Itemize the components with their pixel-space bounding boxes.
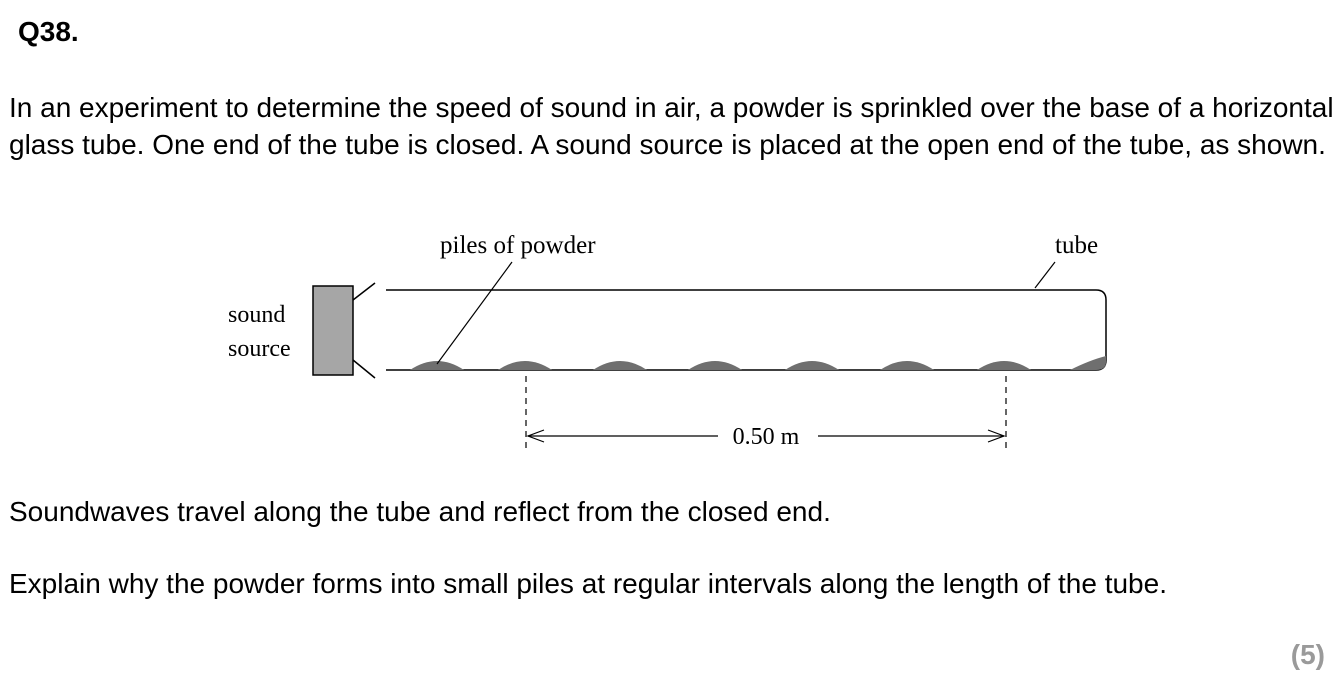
- question-task: Explain why the powder forms into small …: [9, 568, 1167, 599]
- distance-label: 0.50 m: [733, 424, 800, 450]
- powder-pile: [593, 361, 647, 370]
- question-statement: Soundwaves travel along the tube and ref…: [9, 496, 831, 527]
- source-flare-bottom: [352, 359, 376, 379]
- label-tube: tube: [1055, 232, 1098, 259]
- label-piles-of-powder: piles of powder: [440, 232, 596, 259]
- glass-tube: [386, 289, 1107, 371]
- powder-pile: [410, 361, 464, 370]
- tube-experiment-diagram: piles of powder tube sound source 0.50 m: [228, 232, 1107, 452]
- powder-pile: [977, 361, 1031, 370]
- label-source: source: [228, 336, 291, 362]
- label-sound: sound: [228, 302, 285, 328]
- leader-piles: [436, 261, 513, 365]
- arrowhead-right: [987, 429, 1006, 443]
- source-flare-top: [352, 282, 376, 301]
- powder-pile: [880, 361, 934, 370]
- marks-indicator: (5): [1290, 639, 1325, 670]
- sound-source: [312, 285, 354, 376]
- leader-tube: [1034, 261, 1056, 289]
- question-intro: In an experiment to determine the speed …: [9, 92, 1334, 160]
- powder-pile: [498, 361, 552, 370]
- powder-pile: [785, 361, 839, 370]
- powder-pile-end: [1070, 356, 1106, 370]
- arrowhead-left: [526, 429, 545, 443]
- question-number: Q38.: [18, 16, 79, 47]
- powder-pile: [688, 361, 742, 370]
